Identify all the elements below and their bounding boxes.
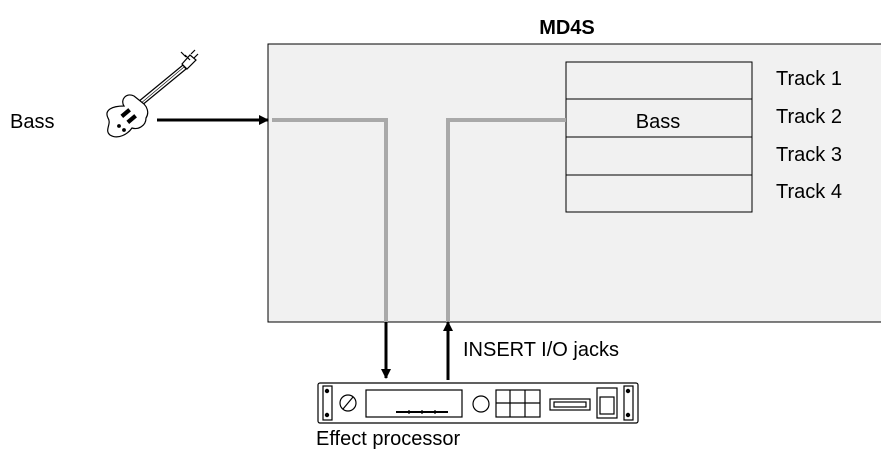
signal-path-input bbox=[272, 118, 388, 322]
effect-processor-icon bbox=[317, 382, 639, 424]
md4s-title: MD4S bbox=[539, 17, 595, 39]
insert-io-label: INSERT I/O jacks bbox=[463, 339, 619, 361]
track-slot-2-content: Bass bbox=[636, 111, 680, 133]
bass-guitar-icon bbox=[106, 49, 199, 138]
md4s-unit bbox=[267, 43, 881, 323]
bass-source-label: Bass bbox=[10, 111, 54, 133]
track-2-label: Track 2 bbox=[776, 106, 842, 128]
signal-path bbox=[272, 118, 566, 322]
track-4-label: Track 4 bbox=[776, 181, 842, 203]
track-3-label: Track 3 bbox=[776, 144, 842, 166]
track-slot-4 bbox=[565, 174, 753, 213]
effect-processor-label: Effect processor bbox=[316, 428, 460, 450]
signal-path-return bbox=[446, 118, 566, 322]
track-1-label: Track 1 bbox=[776, 68, 842, 90]
